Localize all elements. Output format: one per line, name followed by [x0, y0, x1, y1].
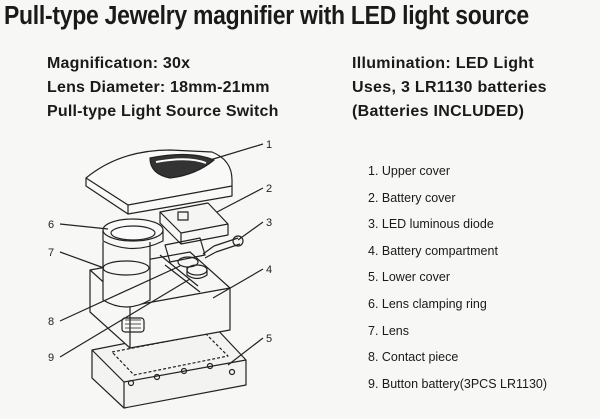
list-item: 5. Lower cover: [368, 270, 450, 285]
illumination-line-1: Illumination: LED Light: [352, 55, 534, 72]
callout-3: 3: [266, 217, 272, 229]
callout-6: 6: [48, 219, 54, 231]
list-item: 2. Battery cover: [368, 190, 456, 205]
callout-2: 2: [266, 183, 272, 195]
parts-list: 1. Upper cover 2. Battery cover 3. LED l…: [368, 158, 547, 397]
illumination-line-2: Uses, 3 LR1130 batteries: [352, 79, 547, 96]
illumination-block: Illumination: LED Light Uses, 3 LR1130 b…: [352, 52, 547, 124]
list-item: 8. Contact piece: [368, 350, 459, 365]
callout-9: 9: [48, 352, 54, 364]
spec-magnification: Magnificatıon: 30x: [47, 55, 191, 72]
callout-numbers: 1 2 3 4 5 6 7 8 9: [48, 139, 272, 364]
callout-7: 7: [48, 247, 54, 259]
illumination-line-3: (Batteries INCLUDED): [352, 103, 525, 120]
list-item: 1. Upper cover: [368, 164, 450, 178]
spec-lens-diameter: Lens Diameter: 18mm-21mm: [47, 79, 270, 96]
list-item: 6. Lens clamping ring: [368, 296, 487, 311]
list-item: 3. LED luminous diode: [368, 217, 494, 232]
spec-switch: Pull-type Light Source Switch: [47, 103, 279, 120]
lens-clamping-ring-shape: [102, 218, 164, 242]
list-item: 9. Button battery(3PCS LR1130): [368, 376, 548, 391]
specs-block: Magnificatıon: 30x Lens Diameter: 18mm-2…: [47, 52, 279, 124]
callout-1: 1: [266, 139, 272, 151]
list-item: 4. Battery compartment: [368, 243, 498, 258]
callout-8: 8: [48, 316, 54, 328]
list-item: 7. Lens: [368, 323, 410, 338]
callout-4: 4: [266, 264, 272, 276]
callout-5: 5: [266, 333, 272, 345]
battery-cover-shape: [159, 202, 229, 234]
page-title: Pull-type Jewelry magnifier with LED lig…: [4, 2, 529, 30]
